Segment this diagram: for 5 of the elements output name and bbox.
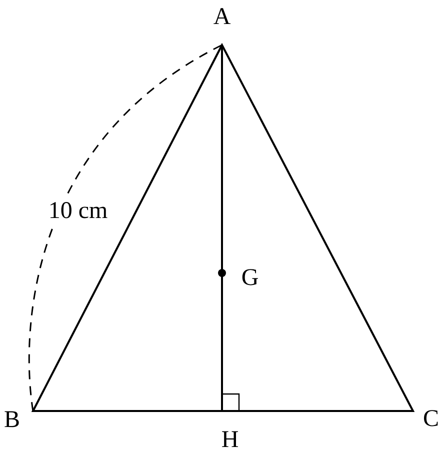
vertex-label: C: [423, 406, 439, 432]
point-label: G: [241, 265, 259, 291]
point-label: H: [221, 427, 239, 453]
vertex-label: A: [213, 4, 231, 30]
vertex-label: B: [4, 407, 20, 433]
